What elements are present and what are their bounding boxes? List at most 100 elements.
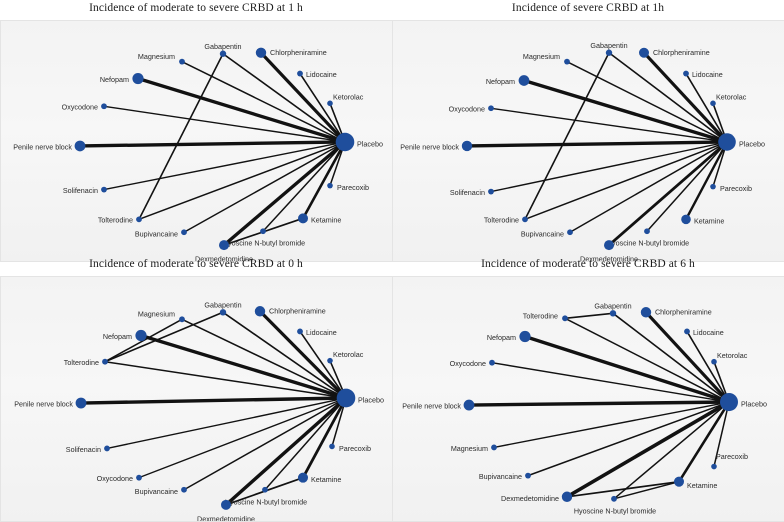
node-label: Parecoxib [716,452,748,461]
node-label: Chlorpheniramine [269,307,326,316]
edge [301,141,347,219]
node-label: Oxycodone [450,359,486,368]
network-node[interactable] [102,358,108,365]
node-label: Solifenacin [66,445,101,454]
network-node[interactable] [179,58,185,65]
network-node[interactable] [221,499,231,510]
network-node[interactable] [519,330,531,343]
network-node[interactable] [297,70,303,77]
network-node[interactable] [104,445,110,452]
network-node[interactable] [327,100,333,107]
network-node[interactable] [101,103,107,110]
network-node[interactable] [298,213,308,224]
edge [491,362,730,403]
network-node[interactable] [488,105,494,112]
network-node[interactable] [219,50,227,57]
network-node[interactable] [298,472,308,483]
network-node[interactable] [525,472,531,479]
network-node[interactable] [683,70,689,77]
network-node[interactable] [710,100,716,107]
edge [106,397,347,450]
node-label: Nefopam [103,332,132,341]
network-node[interactable] [488,188,494,195]
edge [181,318,347,399]
network-node[interactable] [132,72,144,85]
network-node[interactable] [564,58,570,65]
edge [264,397,347,491]
network-node[interactable] [674,476,684,487]
network-node[interactable] [562,315,568,322]
node-label: Parecoxib [337,184,369,192]
network-node[interactable] [75,397,87,409]
edge [524,52,610,220]
network-node[interactable] [74,140,86,152]
node-label: Solifenacin [63,187,98,195]
node-label: Bupivancaine [479,472,522,481]
edge-layer [80,310,348,507]
network-node[interactable] [260,228,266,235]
network-node[interactable] [609,310,617,317]
edge [608,52,728,143]
network-node[interactable] [255,47,267,58]
network-node[interactable] [179,316,185,323]
node-label: Penile nerve block [13,143,72,151]
node-label: Placebo [739,140,765,148]
edge [612,312,730,403]
network-node[interactable] [720,392,738,412]
node-label: Chlorpheniramine [653,49,710,57]
edge [677,401,731,483]
network-node[interactable] [711,463,717,470]
network-node[interactable] [135,329,147,342]
network-node[interactable] [327,182,333,189]
network-node[interactable] [181,486,187,493]
edge [181,60,346,143]
network-node[interactable] [335,132,355,152]
edge [222,140,347,247]
network-node[interactable] [711,358,717,365]
network-node[interactable] [219,240,229,251]
network-node[interactable] [101,186,107,193]
edge [490,141,728,193]
network-node[interactable] [181,229,187,236]
network-node[interactable] [640,307,652,318]
network-node[interactable] [136,474,142,481]
edge [468,400,730,407]
network-node[interactable] [491,444,497,451]
node-label: Magnesium [523,53,560,61]
network-node[interactable] [518,75,530,86]
network-node[interactable] [329,443,335,450]
network-node[interactable] [219,309,227,316]
edge [138,141,346,221]
network-node[interactable] [605,49,613,56]
network-node[interactable] [297,328,303,335]
node-label: Gabapentin [594,302,631,311]
network-node[interactable] [567,229,573,236]
network-node[interactable] [681,214,691,225]
network-node[interactable] [710,183,716,190]
network-node[interactable] [336,388,356,408]
network-node[interactable] [254,306,266,317]
edge [183,397,347,491]
network-node[interactable] [604,240,614,251]
edge [137,76,346,144]
network-node[interactable] [327,357,333,364]
network-node[interactable] [262,486,268,493]
network-node[interactable] [522,216,528,223]
network-node[interactable] [611,495,617,502]
node-label: Tolterodine [98,217,133,225]
network-node[interactable] [463,399,475,411]
network-node[interactable] [461,140,473,152]
network-node[interactable] [684,328,690,335]
network-node[interactable] [639,47,649,58]
network-node[interactable] [718,133,736,151]
edge [224,396,348,507]
network-node[interactable] [136,216,142,223]
node-label: Ketamine [687,481,717,490]
network-node[interactable] [489,359,495,366]
network-node[interactable] [644,228,650,235]
node-label: Lidocaine [306,71,337,79]
network-node[interactable] [561,491,573,503]
